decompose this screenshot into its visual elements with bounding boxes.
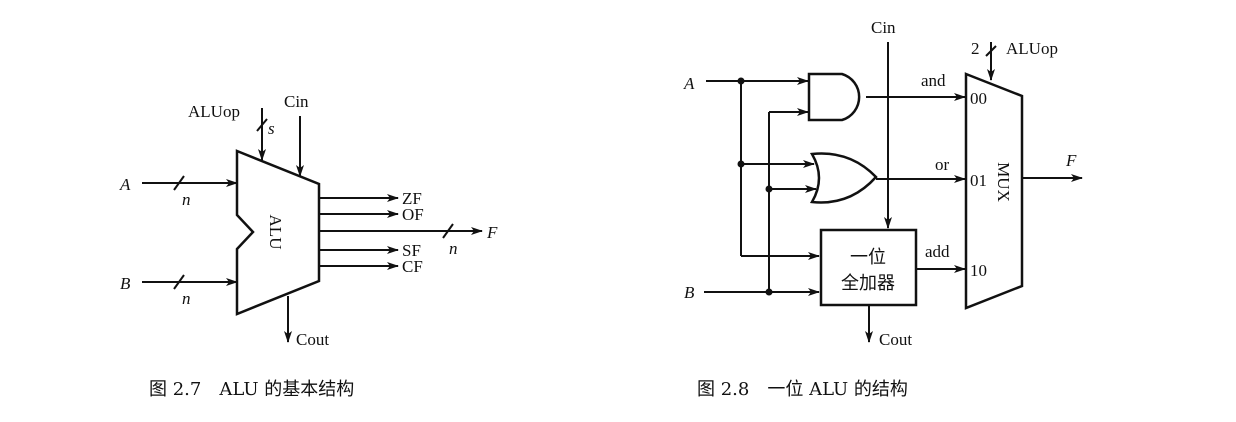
and-signal-label: and: [921, 71, 946, 90]
aluop-width-label: 2: [971, 39, 980, 58]
f-label: F: [486, 223, 498, 242]
cf-label: CF: [402, 257, 423, 276]
or-gate: [809, 152, 878, 204]
bus-slash-aluop: [256, 118, 268, 132]
mux-label: MUX: [994, 162, 1013, 202]
mux-block: [964, 72, 1024, 310]
alu-label: ALU: [266, 215, 285, 250]
mux-input-00: 00: [970, 89, 987, 108]
mux-input-01: 01: [970, 171, 987, 190]
aluop-label: ALUop: [1006, 39, 1058, 58]
input-a-label: A: [683, 74, 695, 93]
figure-caption-2-8: 图 2.8 一位 ALU 的结构: [697, 379, 908, 400]
figure-caption-2-7: 图 2.7 ALU 的基本结构: [149, 379, 354, 400]
input-a-label: A: [119, 175, 131, 194]
aluop-label: ALUop: [188, 102, 240, 121]
cin-label: Cin: [871, 18, 896, 37]
adder-label-line1: 一位: [850, 247, 886, 268]
bus-slash-f: [442, 223, 454, 239]
bus-width-a: n: [182, 190, 191, 209]
cin-label: Cin: [284, 92, 309, 111]
zf-label: ZF: [402, 189, 422, 208]
bus-slash-b: [173, 274, 185, 290]
mux-input-10: 10: [970, 261, 987, 280]
bus-slash-aluop: [985, 45, 997, 57]
cout-label: Cout: [296, 330, 329, 349]
sf-label: SF: [402, 241, 421, 260]
input-b-label: B: [684, 283, 695, 302]
cout-label: Cout: [879, 330, 912, 349]
bus-slash-a: [173, 175, 185, 191]
add-signal-label: add: [925, 242, 950, 261]
f-output-label: F: [1065, 151, 1077, 170]
bus-width-aluop: s: [268, 119, 275, 138]
input-b-label: B: [120, 274, 131, 293]
figure-alu-one-bit: A B Cin 一位 全加器 and or add: [683, 18, 1083, 400]
adder-label-line2: 全加器: [841, 273, 895, 294]
of-label: OF: [402, 205, 424, 224]
figure-alu-basic: ALU A n B n ALUop s Cin ZF OF n F SF CF: [119, 92, 498, 400]
and-gate: [807, 72, 861, 122]
bus-width-b: n: [182, 289, 191, 308]
bus-width-f: n: [449, 239, 458, 258]
or-signal-label: or: [935, 155, 950, 174]
